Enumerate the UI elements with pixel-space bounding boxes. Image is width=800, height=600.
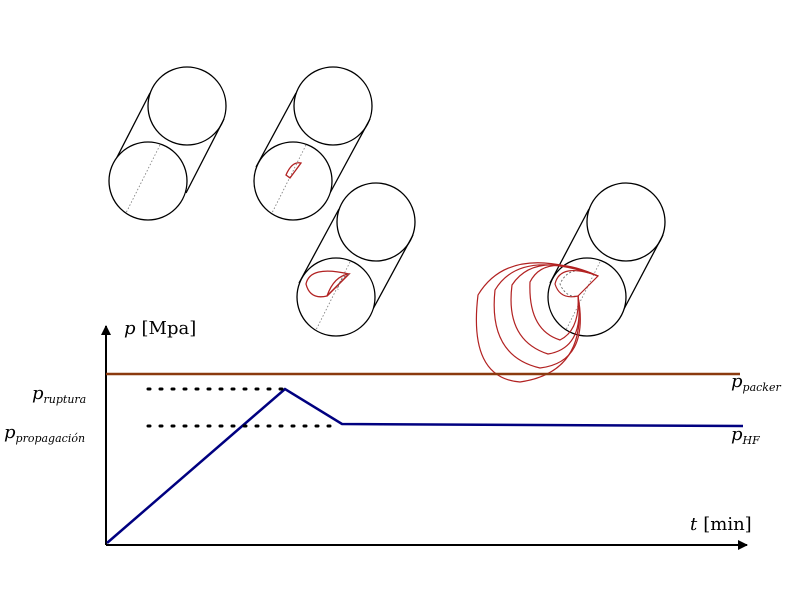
fracture-hidden xyxy=(559,270,599,297)
cylinder-front-face xyxy=(108,141,188,221)
cylinder-axis-dotted xyxy=(125,144,161,214)
fracture-front-outer xyxy=(305,270,351,298)
cylinder-stage-1 xyxy=(108,66,227,221)
hf-label: pHF xyxy=(731,424,760,447)
hf-pressure-curve xyxy=(106,387,744,544)
cylinder-side-line xyxy=(549,208,590,284)
cylinder-stage-2 xyxy=(253,66,373,221)
cylinder-back-face xyxy=(586,182,666,262)
cylinder-side-line xyxy=(111,92,151,168)
cylinder-axis-dotted xyxy=(315,261,351,331)
packer-label: ppacker xyxy=(731,371,781,394)
cylinder-side-line xyxy=(329,118,371,194)
y-axis-label: p[Mpa] xyxy=(124,318,196,339)
fracture-front-inner xyxy=(326,273,351,297)
x-axis-label: t[min] xyxy=(690,514,752,535)
cylinder-side-line xyxy=(623,234,664,310)
cylinder-stage-3 xyxy=(296,182,416,337)
cylinder-front-face xyxy=(547,257,627,337)
fracture-hidden xyxy=(337,273,350,291)
cylinder-front-face xyxy=(296,257,376,337)
cylinder-back-face xyxy=(336,182,416,262)
fracture-initiation xyxy=(285,162,303,179)
ruptura-label: pruptura xyxy=(32,383,86,406)
fracture-propagation-ring-4 xyxy=(493,264,599,369)
cylinder-stage-4 xyxy=(475,182,666,383)
propagacion-label: ppropagación xyxy=(4,422,85,445)
cylinder-side-line xyxy=(372,234,414,310)
cylinder-back-face xyxy=(293,66,373,146)
cylinder-axis-dotted xyxy=(271,144,307,214)
cylinder-back-face xyxy=(147,66,227,146)
cylinder-front-face xyxy=(253,141,333,221)
cylinder-axis-dotted xyxy=(565,261,601,331)
fracture-propagation-ring-1 xyxy=(554,269,600,298)
cylinder-side-line xyxy=(298,208,340,284)
cylinder-side-line xyxy=(185,118,225,194)
fracture-propagation-ring-5 xyxy=(475,262,599,383)
cylinder-side-line xyxy=(255,92,297,168)
